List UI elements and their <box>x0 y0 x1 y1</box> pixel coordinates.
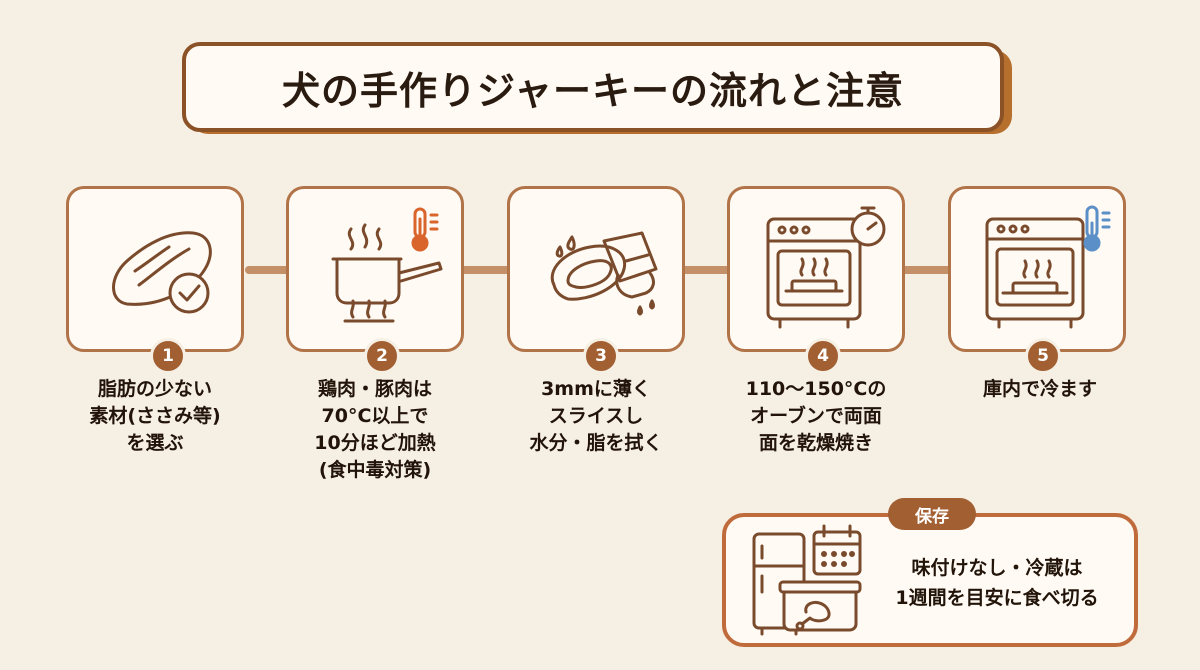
page-title: 犬の手作りジャーキーの流れと注意 <box>182 42 1004 132</box>
step-2-number: 2 <box>364 338 400 374</box>
oven-timer-icon <box>766 206 886 329</box>
step-1-label: 脂肪の少ない 素材(ささみ等) を選ぶ <box>89 378 221 454</box>
storage-icons <box>752 524 862 636</box>
oven-cool-thermometer-icon <box>985 205 1111 329</box>
step-4-card <box>727 186 905 352</box>
chicken-breast-check-icon <box>112 231 212 314</box>
step-3-label: 3mmに薄く スライスし 水分・脂を拭く <box>529 378 663 454</box>
storage-text: 味付けなし・冷蔵は 1週間を目安に食べ切る <box>895 557 1099 609</box>
step-1-card <box>66 186 244 352</box>
boiling-pot-thermometer-icon <box>331 207 443 323</box>
step-2-card <box>286 186 464 352</box>
step-3-number: 3 <box>583 338 619 374</box>
step-2-label: 鶏肉・豚肉は 70°C以上で 10分ほど加熱 (食中毒対策) <box>314 378 436 481</box>
step-4-number: 4 <box>805 338 841 374</box>
step-4-label: 110〜150°Cの オーブンで両面 面を乾燥焼き <box>745 378 887 454</box>
title-banner: 犬の手作りジャーキーの流れと注意 <box>182 42 1018 138</box>
step-5-number: 5 <box>1025 338 1061 374</box>
storage-tag: 保存 <box>888 498 976 530</box>
wipe-meat-slice-icon <box>550 231 658 316</box>
step-5-label: 庫内で冷ます <box>982 378 1097 400</box>
calendar-icon <box>812 524 862 576</box>
food-container-icon <box>778 580 862 632</box>
step-5-card <box>948 186 1126 352</box>
step-1-number: 1 <box>150 338 186 374</box>
step-3-card <box>507 186 685 352</box>
